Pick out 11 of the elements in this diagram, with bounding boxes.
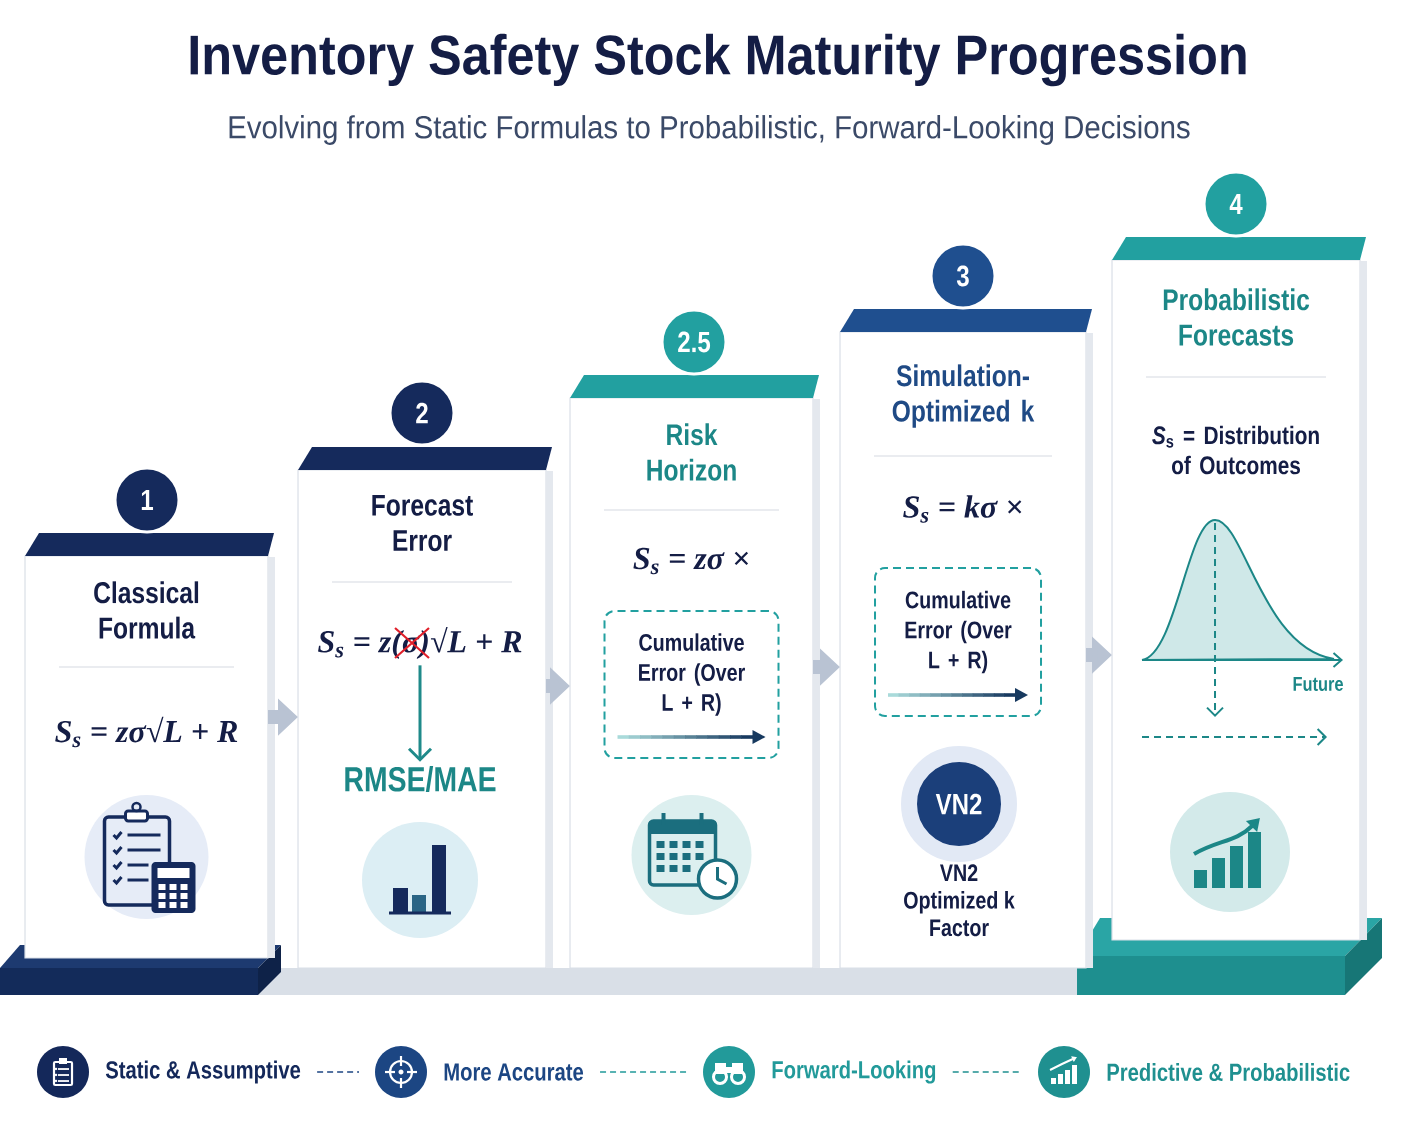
step-badge: 3 [929, 242, 997, 310]
title: Inventory Safety Stock Maturity Progression [190, 33, 1246, 87]
legend-label: More Accurate [444, 1063, 584, 1081]
step-badge: 2.5 [660, 308, 728, 376]
subtitle: Evolving from Static Formulas to Probabilistic, Forward-Looking Decisions [229, 115, 1190, 145]
legend-label: Static & Assumptive [105, 1060, 301, 1084]
step-badge: 4 [1202, 170, 1270, 238]
legend-label: Forward-Looking [772, 1060, 936, 1084]
legend-label: Predictive & Probabilistic [1107, 1062, 1350, 1082]
step-badge: 1 [113, 466, 181, 534]
step-badge: 2 [388, 379, 456, 447]
